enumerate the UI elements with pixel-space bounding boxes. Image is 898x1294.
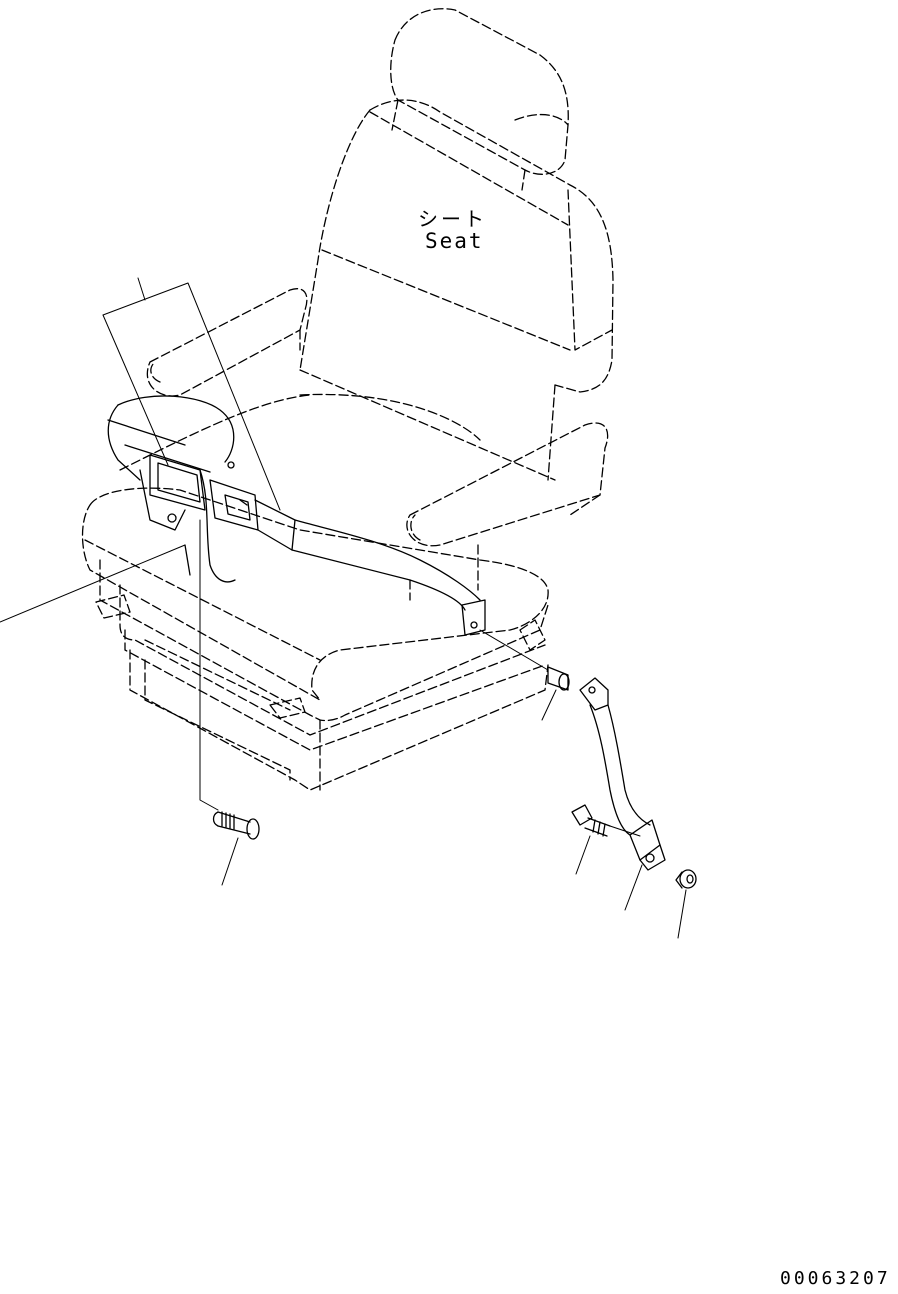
washer [675, 869, 697, 889]
headrest [390, 8, 569, 175]
right-armrest [406, 422, 609, 547]
bolt-left [212, 811, 260, 840]
anchor-strap [579, 677, 666, 871]
buckle [149, 454, 206, 511]
bolt-right [571, 804, 611, 837]
seat-belt [107, 395, 486, 636]
seat-label-jp: シート [418, 207, 487, 231]
figure-id: 00063207 [780, 1268, 891, 1289]
seat-cushion [81, 487, 549, 701]
seat-label-en: Seat [425, 229, 484, 253]
seat-outline [81, 8, 614, 791]
spacer-collar [547, 666, 570, 691]
latch-plate [209, 479, 259, 531]
leader-lines [0, 277, 687, 939]
backrest [369, 99, 614, 393]
